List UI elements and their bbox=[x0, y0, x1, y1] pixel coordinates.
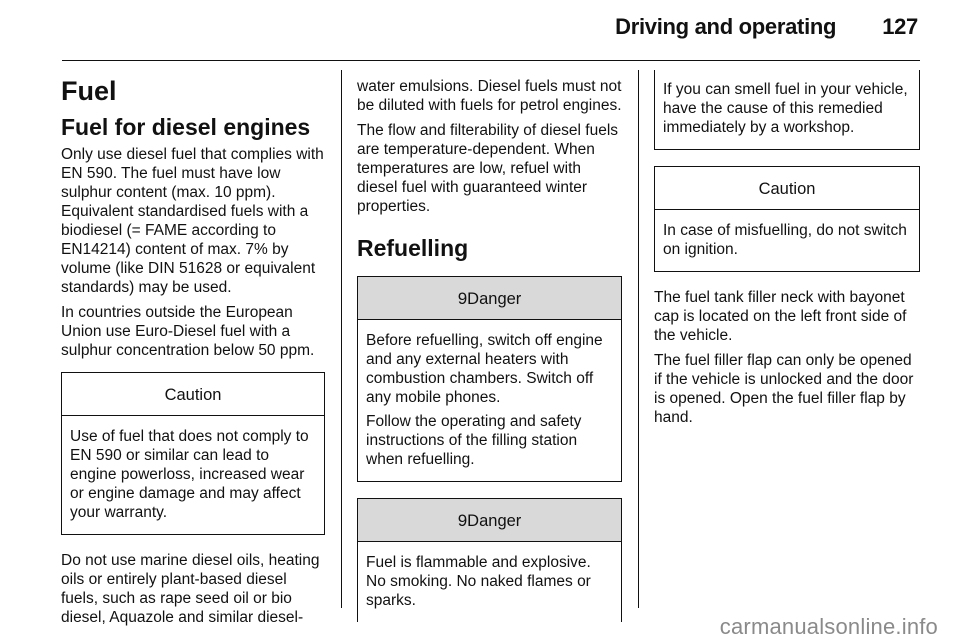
danger-box-continued: If you can smell fuel in your vehicle, h… bbox=[654, 70, 920, 150]
danger-body: Before refuelling, switch off engine and… bbox=[358, 320, 621, 481]
paragraph: The fuel filler flap can only be opened … bbox=[654, 352, 914, 426]
watermark: carmanualsonline.info bbox=[719, 614, 938, 639]
section-heading: Fuel bbox=[61, 76, 117, 106]
caution-title: Caution bbox=[655, 167, 919, 210]
page-header: Driving and operating 127 bbox=[615, 14, 918, 40]
paragraph: Do not use marine diesel oils, heating o… bbox=[61, 552, 320, 626]
paragraph: Only use diesel fuel that complies with … bbox=[61, 146, 324, 296]
danger-header: 9Danger bbox=[358, 277, 621, 320]
danger-title: Danger bbox=[467, 512, 522, 530]
paragraph: The flow and filterability of diesel fue… bbox=[357, 122, 619, 215]
subsection-heading: Fuel for diesel engines bbox=[61, 114, 311, 140]
section-title: Driving and operating bbox=[615, 14, 837, 39]
caution-box: Caution Use of fuel that does not comply… bbox=[61, 372, 325, 535]
column-divider-2 bbox=[638, 70, 639, 608]
column-divider-1 bbox=[341, 70, 342, 608]
caution-title: Caution bbox=[62, 373, 324, 416]
paragraph: In countries outside the European Union … bbox=[61, 304, 315, 359]
danger-body: If you can smell fuel in your vehicle, h… bbox=[655, 70, 919, 149]
header-rule bbox=[62, 60, 920, 61]
danger-text: Fuel is flammable and explosive. No smok… bbox=[366, 554, 591, 609]
paragraph: The fuel tank filler neck with bayonet c… bbox=[654, 289, 907, 344]
section-heading: Refuelling bbox=[357, 235, 469, 261]
danger-text: If you can smell fuel in your vehicle, h… bbox=[663, 81, 908, 136]
column-2: water emulsions. Diesel fuels must not b… bbox=[357, 77, 622, 638]
danger-box: 9Danger Before refuelling, switch off en… bbox=[357, 276, 622, 482]
danger-title: Danger bbox=[467, 290, 522, 308]
danger-text: Before refuelling, switch off engine and… bbox=[366, 332, 603, 406]
caution-text: In case of misfuelling, do not switch on… bbox=[663, 222, 907, 258]
caution-text: Use of fuel that does not comply to EN 5… bbox=[70, 428, 309, 521]
page-number: 127 bbox=[882, 14, 918, 39]
warning-icon: 9 bbox=[457, 289, 468, 308]
column-1: Fuel Fuel for diesel engines Only use di… bbox=[61, 70, 325, 633]
caution-body: In case of misfuelling, do not switch on… bbox=[655, 210, 919, 271]
danger-header: 9Danger bbox=[358, 499, 621, 542]
warning-icon: 9 bbox=[457, 511, 468, 530]
paragraph: water emulsions. Diesel fuels must not b… bbox=[357, 78, 622, 114]
caution-box: Caution In case of misfuelling, do not s… bbox=[654, 166, 920, 272]
danger-text: Follow the operating and safety instruct… bbox=[366, 413, 582, 468]
danger-body: Fuel is flammable and explosive. No smok… bbox=[358, 542, 621, 622]
column-3: If you can smell fuel in your vehicle, h… bbox=[654, 70, 920, 433]
danger-box: 9Danger Fuel is flammable and explosive.… bbox=[357, 498, 622, 622]
caution-body: Use of fuel that does not comply to EN 5… bbox=[62, 416, 324, 534]
